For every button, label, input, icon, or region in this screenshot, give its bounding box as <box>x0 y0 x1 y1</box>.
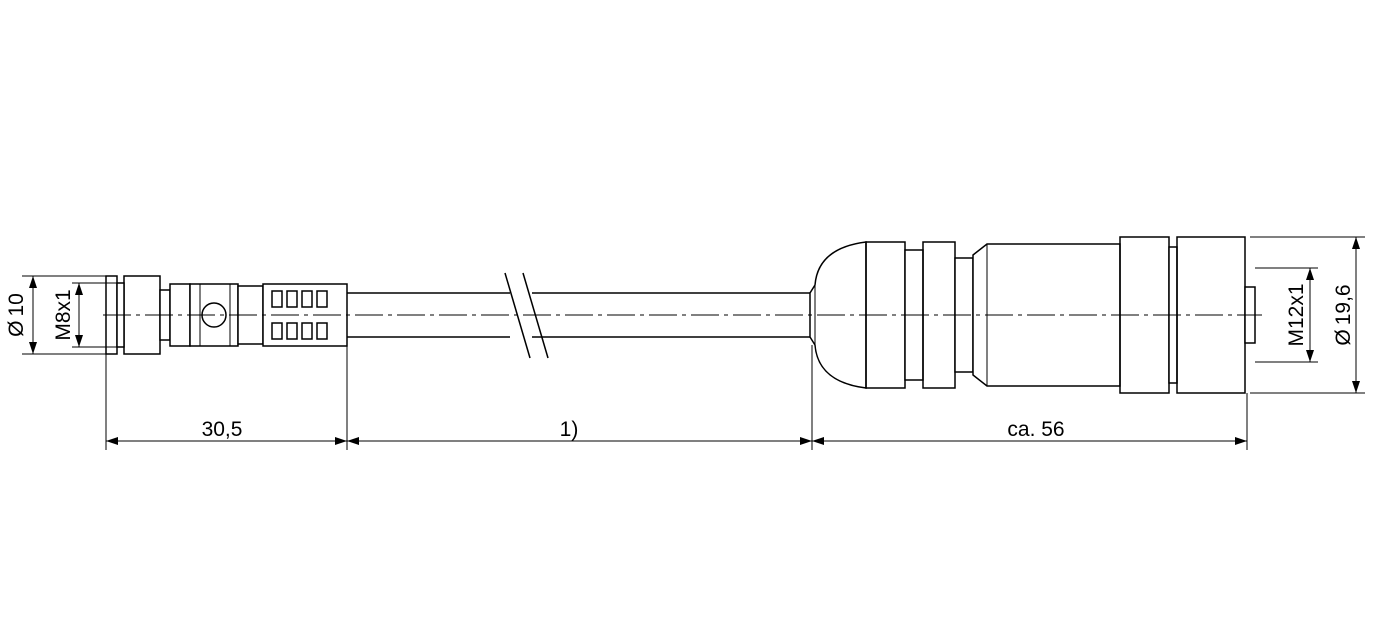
right-thread-dimension: M12x1 <box>1255 267 1318 363</box>
diameter-symbol: Ø <box>1332 329 1355 345</box>
cable <box>347 272 810 359</box>
right-length-value: ca. 56 <box>1007 418 1064 441</box>
right-diameter-dimension: Ø 19,6 <box>1250 236 1365 394</box>
left-length-value: 30,5 <box>202 418 243 441</box>
left-thread-dimension: M8x1 <box>52 282 117 348</box>
length-dimensions: 30,5 1) ca. 56 <box>105 345 1248 450</box>
left-diameter-value: 10 <box>5 293 28 316</box>
right-diameter-value: 19,6 <box>1332 284 1355 325</box>
left-diameter-dimension: Ø 10 <box>5 275 106 355</box>
cable-length-value: 1) <box>560 418 579 441</box>
right-thread-value: M12x1 <box>1285 283 1308 346</box>
m8-connector <box>105 275 348 355</box>
left-thread-value: M8x1 <box>52 289 75 340</box>
svg-text:Ø19,6: Ø 19,6 <box>1332 284 1355 345</box>
svg-text:Ø10: Ø 10 <box>5 293 28 337</box>
diameter-symbol: Ø <box>5 321 28 337</box>
